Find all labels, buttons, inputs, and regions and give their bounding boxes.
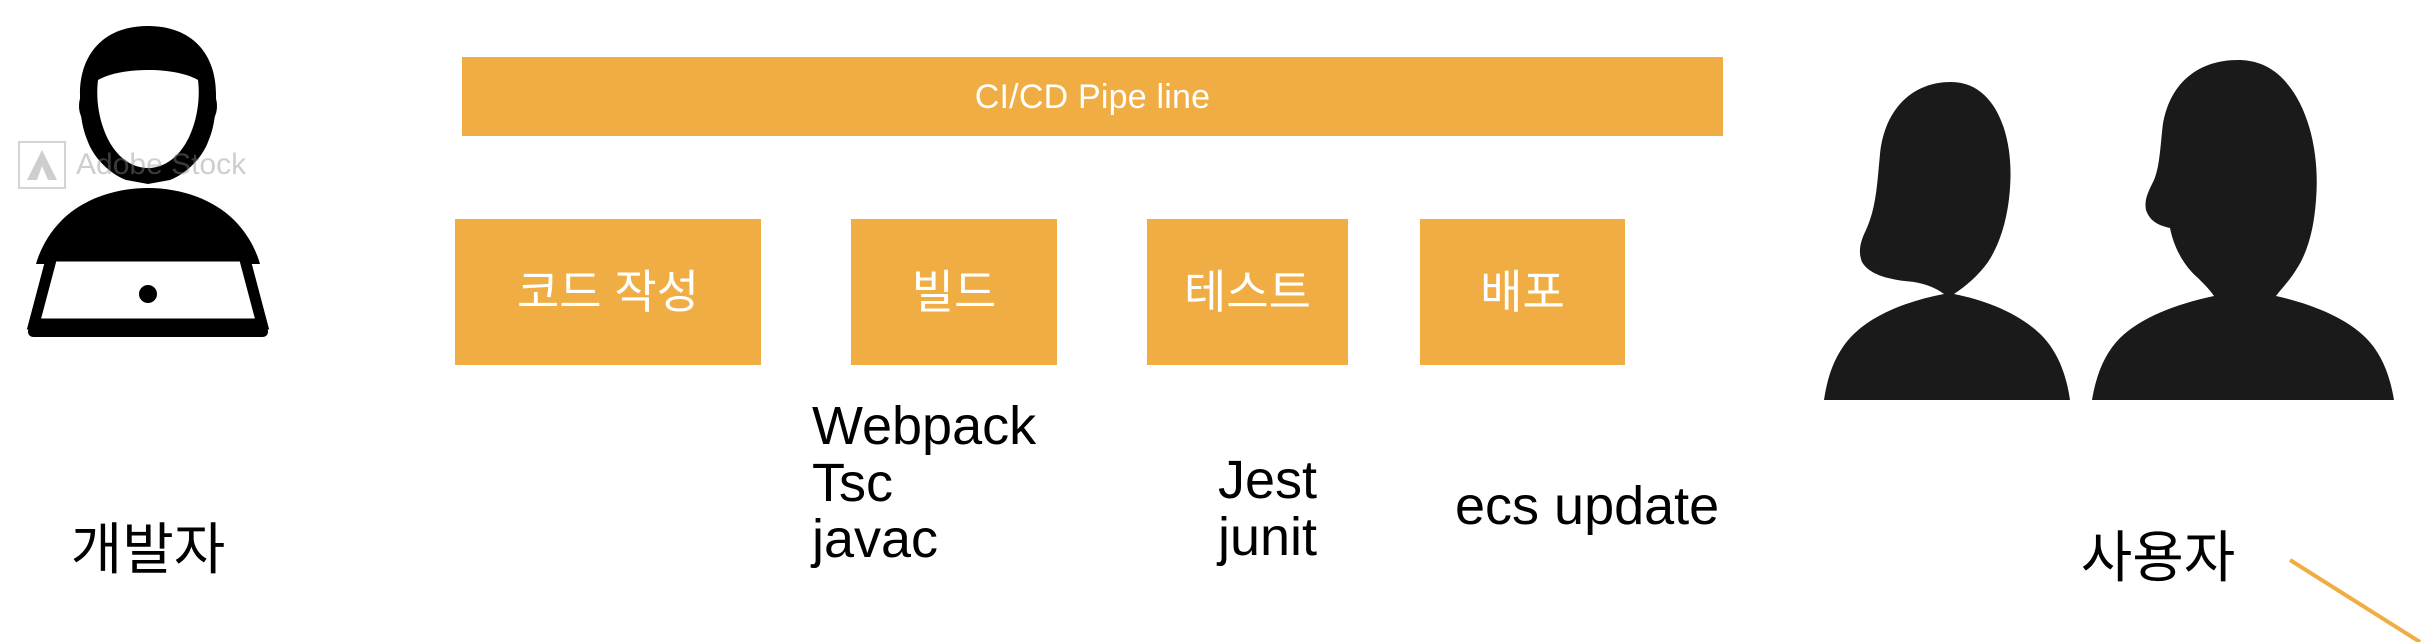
stage-label-test: 테스트 [1184, 266, 1311, 318]
stage-label-deploy: 배포 [1480, 266, 1565, 318]
stage-box-code-write[interactable]: 코드 작성 [455, 219, 761, 365]
tools-build: Webpack Tsc javac [812, 396, 1037, 570]
stage-box-build[interactable]: 빌드 [851, 219, 1057, 365]
tools-deploy: ecs update [1455, 476, 1720, 536]
stage-box-test[interactable]: 테스트 [1147, 219, 1348, 365]
stage-label-code-write: 코드 작성 [516, 266, 700, 318]
stage-box-deploy[interactable]: 배포 [1420, 219, 1625, 365]
cicd-pipeline-banner-label: CI/CD Pipe line [974, 77, 1211, 116]
orange-diagonal-line [2260, 540, 2432, 642]
adobe-stock-watermark: Adobe Stock [18, 138, 278, 192]
user-label: 사용자 [2080, 526, 2236, 589]
cicd-pipeline-banner: CI/CD Pipe line [462, 57, 1723, 136]
stage-label-build: 빌드 [911, 266, 997, 318]
adobe-stock-logo-icon [18, 141, 66, 189]
watermark-label: Adobe Stock [76, 148, 247, 181]
developer-label: 개발자 [70, 518, 226, 581]
tools-test: Jest junit [1218, 450, 1318, 567]
two-users-silhouette-icon [1818, 40, 2418, 400]
